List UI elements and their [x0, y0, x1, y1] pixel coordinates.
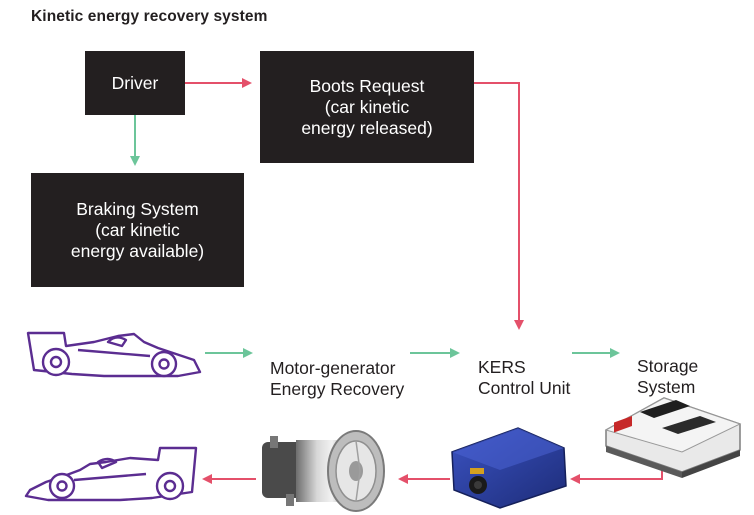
braking-system-line-3: energy available): [70, 240, 205, 261]
race-car-bottom-icon: [24, 446, 198, 502]
storage-system-label: Storage System: [637, 356, 698, 398]
arrow-boost-to-kers: [474, 82, 524, 330]
motor-generator-line-2: Energy Recovery: [270, 379, 405, 399]
storage-line-1: Storage: [637, 356, 699, 376]
braking-system-box: Braking System (car kinetic energy avail…: [31, 173, 244, 287]
boost-request-line-2: (car kinetic: [324, 96, 410, 117]
braking-system-line-1: Braking System: [76, 198, 199, 219]
driver-label: Driver: [111, 72, 159, 93]
motor-generator-image: [262, 430, 385, 512]
driver-box: Driver: [85, 51, 185, 115]
kers-control-line-2: Control Unit: [478, 378, 571, 398]
braking-system-line-2: (car kinetic: [95, 219, 180, 240]
motor-generator-label: Motor-generator Energy Recovery: [270, 358, 404, 400]
kers-control-unit-label: KERS Control Unit: [478, 357, 570, 399]
kers-control-unit-image: [451, 427, 567, 509]
boost-request-line-1: Boots Request: [309, 75, 425, 96]
storage-system-image: [604, 397, 742, 478]
boost-request-line-3: energy released): [301, 117, 433, 138]
motor-generator-line-1: Motor-generator: [270, 358, 396, 378]
kers-control-line-1: KERS: [478, 357, 526, 377]
boost-request-box: Boots Request (car kinetic energy releas…: [260, 51, 474, 163]
diagram-title: Kinetic energy recovery system: [31, 8, 268, 25]
storage-line-2: System: [637, 377, 696, 397]
race-car-top-icon: [26, 331, 202, 378]
